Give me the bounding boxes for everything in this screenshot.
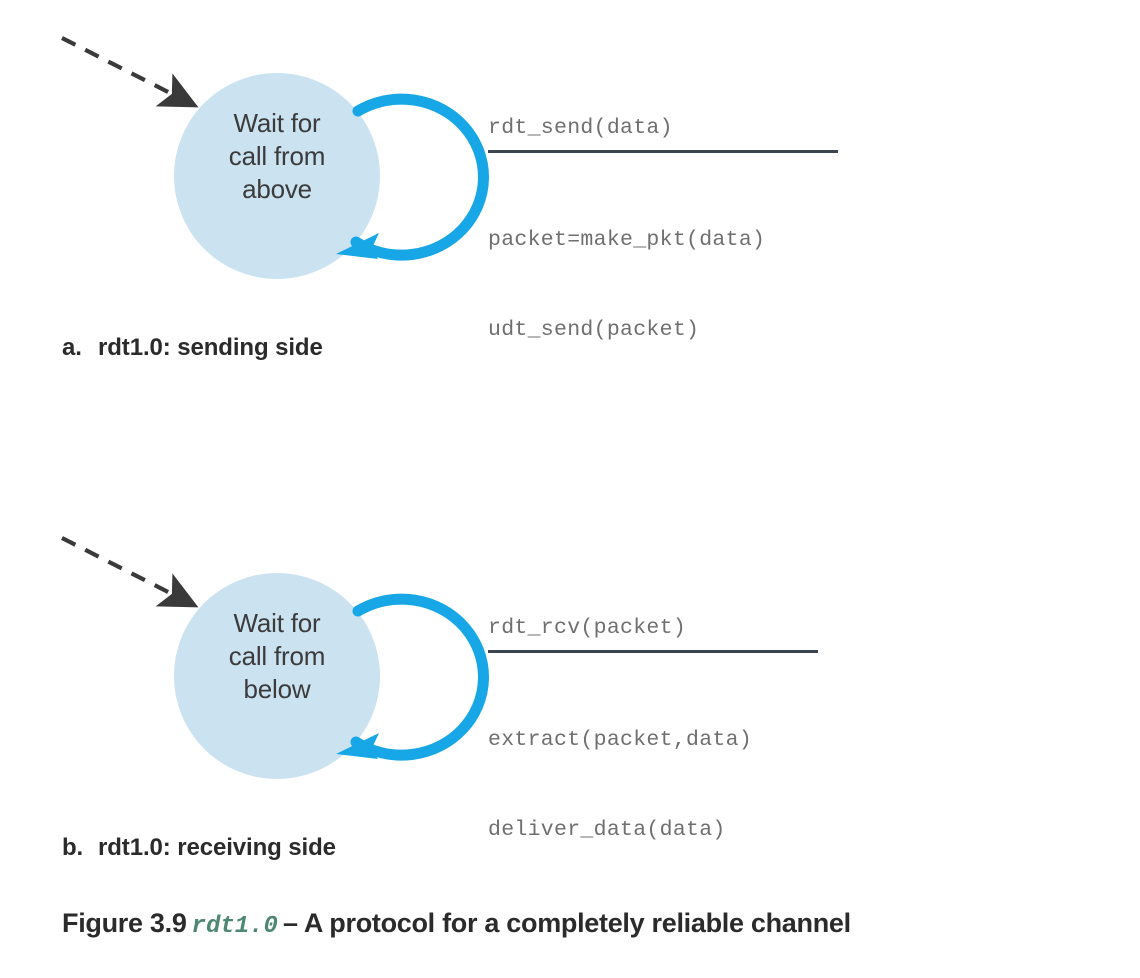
transition-event: rdt_rcv(packet) <box>488 616 687 640</box>
transition-action-line: deliver_data(data) <box>488 818 726 842</box>
transition-actions: extract(packet,data) deliver_data(data) <box>488 665 908 905</box>
sub-caption-receiving-side: b. rdt1.0: receiving side <box>62 834 336 862</box>
fsm-diagram-receiving-side: Wait for call from below rdt_rcv(packet)… <box>0 510 1140 842</box>
fsm-svg-receiving-side <box>61 536 489 779</box>
transition-divider <box>488 650 818 653</box>
transition-label-sending: rdt_send(data) packet=make_pkt(data) udt… <box>488 113 908 405</box>
self-transition-loop-icon <box>336 93 489 261</box>
transition-label-receiving: rdt_rcv(packet) extract(packet,data) del… <box>488 613 908 905</box>
sub-caption-marker: b. <box>62 834 84 861</box>
sub-caption-marker: a. <box>62 334 82 361</box>
sub-caption-text: rdt1.0: receiving side <box>98 834 336 861</box>
transition-actions: packet=make_pkt(data) udt_send(packet) <box>488 165 908 405</box>
state-circle <box>174 73 380 279</box>
transition-divider <box>488 150 838 153</box>
start-state-arrow-icon <box>61 36 199 108</box>
figure-dash: – <box>282 908 298 938</box>
sub-caption-text: rdt1.0: sending side <box>98 334 323 361</box>
transition-action-line: extract(packet,data) <box>488 728 753 752</box>
transition-action-line: udt_send(packet) <box>488 318 700 342</box>
transition-action-line: packet=make_pkt(data) <box>488 228 766 252</box>
self-transition-loop-icon <box>336 593 489 761</box>
fsm-svg-sending-side <box>61 36 489 279</box>
figure-description: A protocol for a completely reliable cha… <box>303 908 851 938</box>
state-circle <box>174 573 380 779</box>
figure-protocol-term: rdt1.0 <box>191 913 278 940</box>
figure-number: Figure 3.9 <box>62 908 187 938</box>
start-state-arrow-icon <box>61 536 199 608</box>
sub-caption-sending-side: a. rdt1.0: sending side <box>62 334 323 362</box>
transition-event: rdt_send(data) <box>488 116 673 140</box>
fsm-diagram-sending-side: Wait for call from above rdt_send(data) … <box>0 10 1140 342</box>
